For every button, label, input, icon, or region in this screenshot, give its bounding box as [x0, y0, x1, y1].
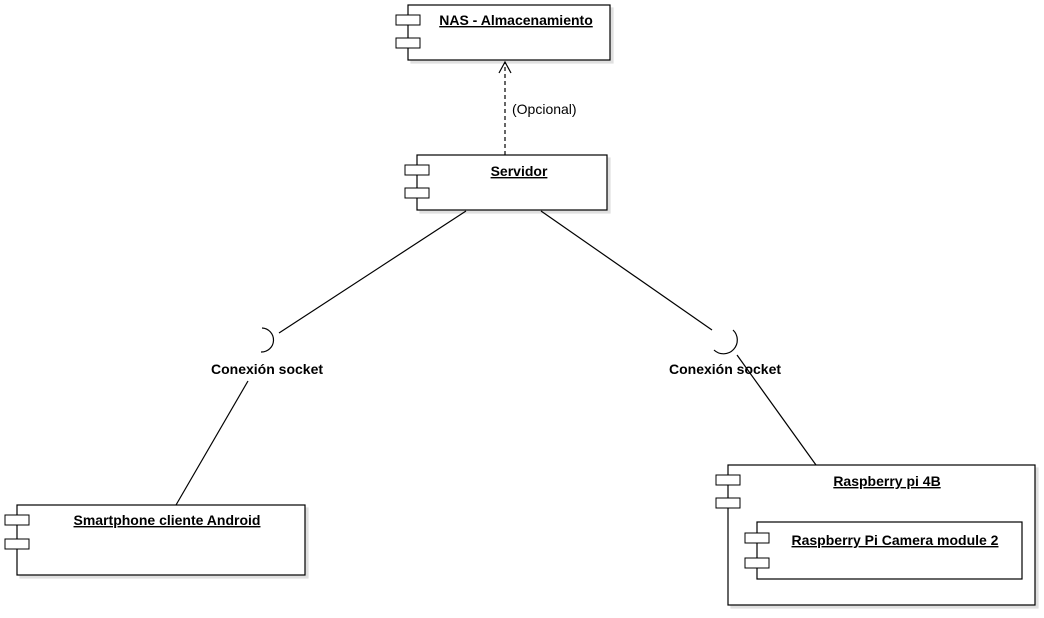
component-smartphone-label: Smartphone cliente Android [74, 512, 261, 528]
component-servidor-label: Servidor [491, 163, 548, 179]
component-icon-port [744, 532, 770, 544]
socket-line-left-top [278, 210, 467, 334]
component-raspberry[interactable]: Raspberry pi 4B Raspberry Pi Camera modu… [715, 464, 1036, 606]
component-icon-port [4, 538, 30, 550]
component-icon-port [404, 164, 430, 176]
component-icon-port [744, 557, 770, 569]
component-icon-port [4, 514, 30, 526]
component-nas-label: NAS - Almacenamiento [439, 12, 593, 28]
component-smartphone[interactable]: Smartphone cliente Android [4, 504, 306, 576]
dependency-arrowhead [498, 60, 512, 74]
socket-line-right-top [540, 210, 713, 331]
component-camera[interactable]: Raspberry Pi Camera module 2 [744, 521, 1023, 580]
socket-interface-right [713, 329, 738, 355]
socket-interface-left [260, 327, 275, 353]
component-raspberry-label: Raspberry pi 4B [833, 473, 940, 489]
component-icon-port [715, 474, 741, 486]
edge-label-optional: (Opcional) [512, 101, 577, 117]
socket-line-left-bottom [175, 380, 249, 506]
socket-line-right-bottom [736, 354, 817, 466]
component-icon-port [715, 497, 741, 509]
component-icon-port [395, 14, 421, 26]
edge-label-socket-left: Conexión socket [211, 361, 323, 377]
connections [175, 60, 817, 506]
component-camera-label: Raspberry Pi Camera module 2 [792, 532, 999, 548]
component-icon-port [395, 37, 421, 49]
edge-label-socket-right: Conexión socket [669, 361, 781, 377]
component-servidor[interactable]: Servidor [404, 154, 608, 211]
component-nas[interactable]: NAS - Almacenamiento [395, 4, 611, 61]
component-icon-port [404, 187, 430, 199]
